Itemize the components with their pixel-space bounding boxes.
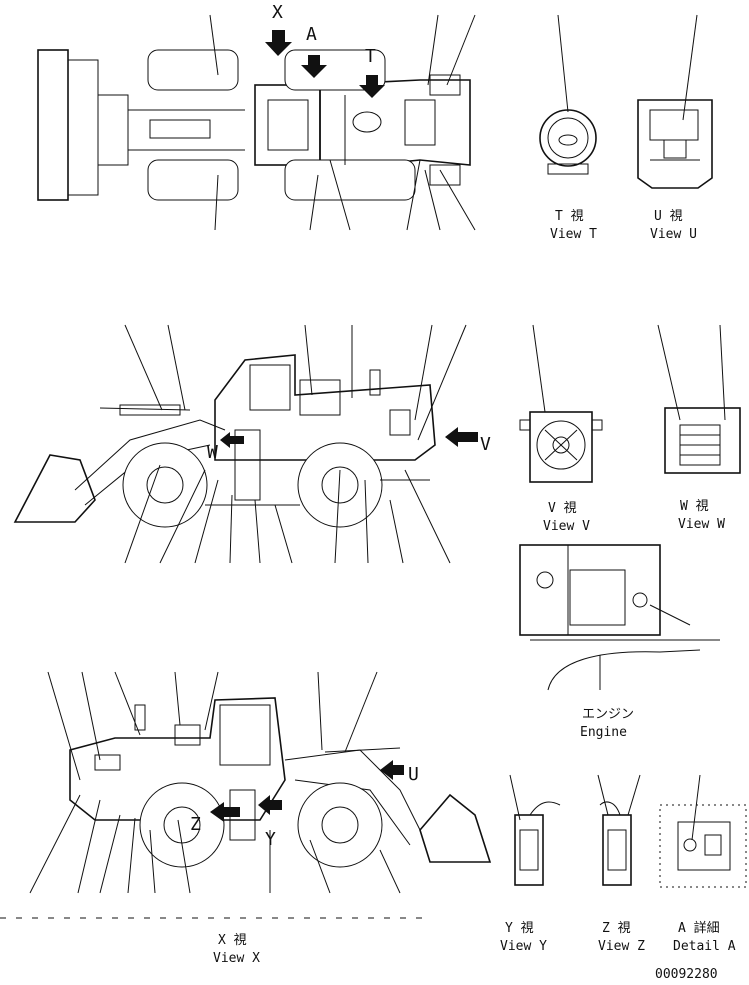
view-u-en: View U: [650, 227, 697, 242]
view-w-jp: W 視: [680, 499, 709, 514]
marker-t: T: [365, 46, 376, 67]
top-view-arrows: X A T: [265, 2, 385, 98]
view-y-detail: [509, 774, 561, 886]
arrow-t-icon: [359, 75, 385, 98]
view-z-en: View Z: [598, 939, 645, 954]
engine-en: Engine: [580, 725, 627, 740]
view-t-en: View T: [550, 227, 597, 242]
side-view-left-arrows: W V: [207, 427, 491, 463]
view-x-en: View X: [213, 951, 260, 966]
arrow-v-icon: [445, 427, 478, 447]
arrow-u-icon: [380, 760, 404, 780]
engine-detail: [519, 544, 720, 691]
detail-a-jp: A 詳細: [678, 920, 720, 936]
engine-jp: エンジン: [582, 707, 634, 722]
marker-v: V: [480, 434, 491, 455]
side-view-right-leaders: [29, 671, 401, 894]
view-t-detail: [539, 14, 597, 175]
side-view-right-arrows: Z Y U: [190, 760, 419, 850]
top-view-leaders: [209, 14, 476, 231]
arrow-y-icon: [258, 795, 282, 815]
view-z-detail: [597, 774, 641, 886]
arrow-x-icon: [265, 30, 292, 56]
detail-a-en: Detail A: [673, 939, 736, 954]
arrow-w-icon: [220, 432, 244, 448]
side-view-left-machine: [13, 354, 436, 528]
view-w-detail: [657, 324, 741, 474]
marker-z: Z: [190, 814, 201, 835]
view-u-detail: [637, 14, 713, 189]
view-v-jp: V 視: [548, 501, 577, 516]
view-x-jp: X 視: [218, 933, 247, 948]
marker-a: A: [306, 24, 317, 45]
marker-x: X: [272, 2, 283, 23]
view-v-detail: [519, 324, 603, 483]
view-v-en: View V: [543, 519, 590, 534]
top-view-machine: [37, 49, 471, 201]
marker-u: U: [408, 764, 419, 785]
marker-y: Y: [265, 829, 276, 850]
marker-w: W: [207, 442, 218, 463]
detail-a: [659, 774, 747, 888]
view-z-jp: Z 視: [602, 921, 631, 936]
view-t-jp: T 視: [555, 209, 584, 224]
arrow-z-icon: [210, 802, 240, 822]
drawing-number: 00092280: [655, 967, 718, 982]
view-w-en: View W: [678, 517, 725, 532]
arrow-a-icon: [301, 55, 327, 78]
view-u-jp: U 視: [654, 209, 683, 224]
view-y-jp: Y 視: [505, 921, 534, 936]
view-y-en: View Y: [500, 939, 547, 954]
side-view-left-leaders: [124, 324, 467, 564]
